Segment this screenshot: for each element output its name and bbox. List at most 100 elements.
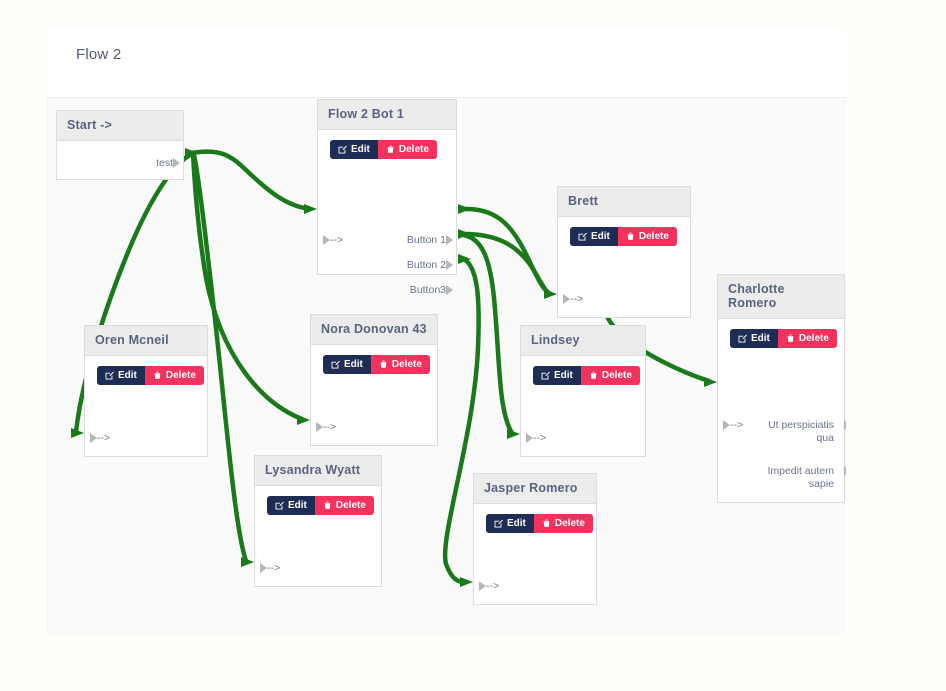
input-port[interactable]: -->	[526, 432, 546, 444]
edit-pencil-square-icon	[331, 360, 340, 369]
flow-canvas[interactable]: Start -> test Flow 2 Bot 1 Edit	[46, 98, 846, 634]
input-port-label: -->	[486, 580, 500, 592]
arrowhead-icon	[458, 229, 471, 239]
delete-button-label: Delete	[638, 231, 669, 242]
input-port-nub-icon	[323, 235, 330, 245]
node-jasper-romero[interactable]: Jasper Romero Edit Delete	[473, 473, 597, 605]
node-body: Edit Delete -->	[521, 356, 645, 456]
edit-button-label: Edit	[288, 500, 307, 511]
edit-button[interactable]: Edit	[330, 140, 378, 159]
delete-button[interactable]: Delete	[314, 496, 374, 515]
node-actions: Edit Delete	[718, 319, 844, 359]
output-port-button2[interactable]: Button 2	[406, 259, 453, 271]
node-actions: Edit Delete	[255, 486, 381, 526]
node-lindsey[interactable]: Lindsey Edit Delete	[520, 325, 646, 457]
input-port[interactable]: -->	[479, 580, 500, 592]
edit-button[interactable]: Edit	[730, 329, 778, 348]
input-port[interactable]: -->	[723, 419, 744, 431]
output-port-label: Button 1	[406, 234, 446, 246]
delete-button-label: Delete	[391, 359, 422, 370]
delete-button[interactable]: Delete	[777, 329, 837, 348]
arrowhead-icon	[544, 289, 557, 299]
output-port-label: Button 2	[406, 259, 446, 271]
node-title: Jasper Romero	[474, 474, 596, 504]
input-port-nub-icon	[723, 420, 730, 430]
edit-button[interactable]: Edit	[486, 514, 534, 533]
output-port-nub-icon	[173, 158, 180, 168]
input-port[interactable]: -->	[316, 421, 337, 433]
output-port-nub-icon	[844, 420, 846, 430]
input-port[interactable]: -->	[323, 234, 344, 246]
output-port-impedit-autem[interactable]: Impedit autem sapie	[748, 465, 846, 491]
edit-button[interactable]: Edit	[323, 355, 371, 374]
arrowhead-icon	[241, 557, 254, 567]
delete-button[interactable]: Delete	[533, 514, 593, 533]
trash-can-icon	[386, 145, 395, 154]
node-start[interactable]: Start -> test	[56, 110, 184, 180]
input-port-label: -->	[323, 421, 337, 433]
delete-button-label: Delete	[398, 144, 429, 155]
edit-button[interactable]: Edit	[97, 366, 145, 385]
output-port-nub-icon	[844, 466, 846, 476]
node-oren-mcneil[interactable]: Oren Mcneil Edit Delete	[84, 325, 208, 457]
edit-button-label: Edit	[344, 359, 363, 370]
output-port-button1[interactable]: Button 1	[406, 234, 453, 246]
output-port-label: Button3	[409, 284, 446, 296]
node-title: Oren Mcneil	[85, 326, 207, 356]
edit-button[interactable]: Edit	[267, 496, 315, 515]
node-charlotte-romero[interactable]: Charlotte Romero Edit Delete	[717, 274, 846, 503]
output-port-button3[interactable]: Button3	[409, 284, 453, 296]
node-body: Edit Delete --> Ut perspiciatis qua	[718, 319, 846, 502]
edit-pencil-square-icon	[541, 371, 550, 380]
node-actions: Edit Delete	[318, 130, 456, 170]
node-actions: Edit Delete	[311, 345, 437, 385]
edge-button2-to-lindsey	[461, 232, 515, 436]
input-port[interactable]: -->	[90, 432, 111, 444]
node-lysandra-wyatt[interactable]: Lysandra Wyatt Edit Delete	[254, 455, 382, 587]
delete-button[interactable]: Delete	[617, 227, 677, 246]
input-port[interactable]: -->	[563, 293, 584, 305]
edge-button1-to-brett	[461, 206, 552, 296]
delete-button[interactable]: Delete	[580, 366, 640, 385]
node-body: Edit Delete -->	[474, 504, 596, 604]
node-title: Flow 2 Bot 1	[318, 100, 456, 130]
node-brett[interactable]: Brett Edit Delete	[557, 186, 691, 318]
output-port-test[interactable]: test	[156, 157, 180, 169]
edit-button[interactable]: Edit	[533, 366, 581, 385]
output-port-label: test	[156, 157, 173, 169]
output-port-nub-icon	[446, 235, 453, 245]
arrowhead-icon	[185, 148, 198, 158]
edit-button-label: Edit	[591, 231, 610, 242]
input-port-label: -->	[330, 234, 344, 246]
input-port-label: -->	[570, 293, 584, 305]
node-nora-donovan[interactable]: Nora Donovan 43 Edit Delete	[310, 314, 438, 446]
delete-button[interactable]: Delete	[370, 355, 430, 374]
node-body: test	[57, 141, 183, 179]
arrowhead-icon	[297, 415, 310, 425]
edit-button-label: Edit	[751, 333, 770, 344]
input-port-label: -->	[730, 419, 744, 431]
input-port-nub-icon	[260, 563, 267, 573]
node-title: Nora Donovan 43	[311, 315, 437, 345]
edit-button[interactable]: Edit	[570, 227, 618, 246]
delete-button-label: Delete	[798, 333, 829, 344]
node-actions: Edit Delete	[85, 356, 207, 396]
arrowhead-icon	[460, 577, 473, 587]
input-port-label: -->	[97, 432, 111, 444]
delete-button[interactable]: Delete	[144, 366, 204, 385]
arrowhead-icon	[304, 204, 317, 214]
trash-can-icon	[626, 232, 635, 241]
delete-button-label: Delete	[554, 518, 585, 529]
input-port[interactable]: -->	[260, 562, 280, 574]
delete-button-label: Delete	[601, 370, 632, 381]
delete-button[interactable]: Delete	[377, 140, 437, 159]
arrowhead-icon	[458, 254, 471, 264]
edit-button-label: Edit	[351, 144, 370, 155]
node-title: Charlotte Romero	[718, 275, 844, 319]
output-port-nub-icon	[446, 260, 453, 270]
arrowhead-icon	[704, 377, 717, 387]
arrowhead-icon	[507, 429, 520, 439]
output-port-ut-perspiciatis[interactable]: Ut perspiciatis qua	[748, 419, 846, 445]
node-flow2bot1[interactable]: Flow 2 Bot 1 Edit Delete	[317, 99, 457, 296]
